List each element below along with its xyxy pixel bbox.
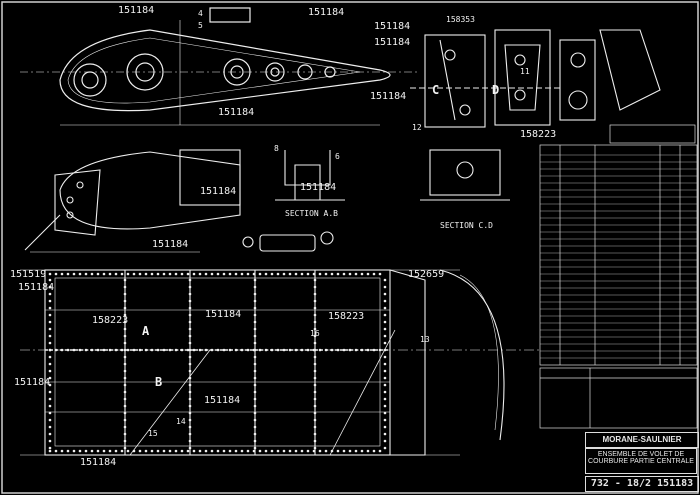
section-marker: A [142, 324, 150, 338]
parts-list-table [539, 124, 698, 429]
section-label: SECTION A.B [285, 209, 338, 218]
callout: 11 [520, 67, 530, 76]
callout: 6 [335, 152, 340, 161]
part-label: 151184 [370, 91, 407, 102]
callout: 13 [420, 335, 430, 344]
part-label: 158223 [520, 129, 557, 140]
part-label: 151184 [152, 239, 189, 250]
callout: 15 [148, 429, 158, 438]
part-label: 151184 [374, 21, 411, 32]
drawing-number: 732 - 18/2 151183 [585, 476, 699, 492]
section-marker: C [432, 83, 440, 97]
part-label: 151184 [18, 282, 55, 293]
section-cd-fittings [410, 29, 661, 201]
part-label: 151184 [308, 7, 345, 18]
part-label: 158223 [92, 315, 129, 326]
part-label: 151184 [80, 457, 117, 468]
part-label: 158353 [446, 15, 475, 24]
part-label: 152659 [408, 269, 445, 280]
section-ab-detail [242, 150, 345, 252]
callout: 8 [274, 144, 279, 153]
part-label: 151184 [218, 107, 255, 118]
callout: 12 [412, 123, 422, 132]
flap-plan-view [20, 269, 540, 456]
part-label: 151184 [118, 5, 155, 16]
callout: 14 [176, 417, 186, 426]
section-marker: B [155, 375, 163, 389]
part-label: 158223 [328, 311, 365, 322]
part-label: 151184 [204, 395, 241, 406]
part-label: 151184 [205, 309, 242, 320]
section-marker: D [492, 83, 500, 97]
part-label: 151184 [14, 377, 51, 388]
part-label: 151184 [300, 182, 337, 193]
callout: 16 [310, 329, 320, 338]
title-block-subtitle: ENSEMBLE DE VOLET DE COURBURE PARTIE CEN… [585, 448, 697, 474]
rivet-pattern [48, 272, 387, 453]
part-label: 151184 [200, 186, 237, 197]
part-label: 151519 [10, 269, 47, 280]
part-label: 151184 [374, 37, 411, 48]
section-label: SECTION C.D [440, 221, 493, 230]
title-block-company: MORANE-SAULNIER [585, 432, 699, 448]
callout: 5 [198, 21, 203, 30]
rib-profile-top [20, 7, 420, 126]
callout: 4 [198, 9, 203, 18]
rib-profile-lower [24, 149, 241, 253]
